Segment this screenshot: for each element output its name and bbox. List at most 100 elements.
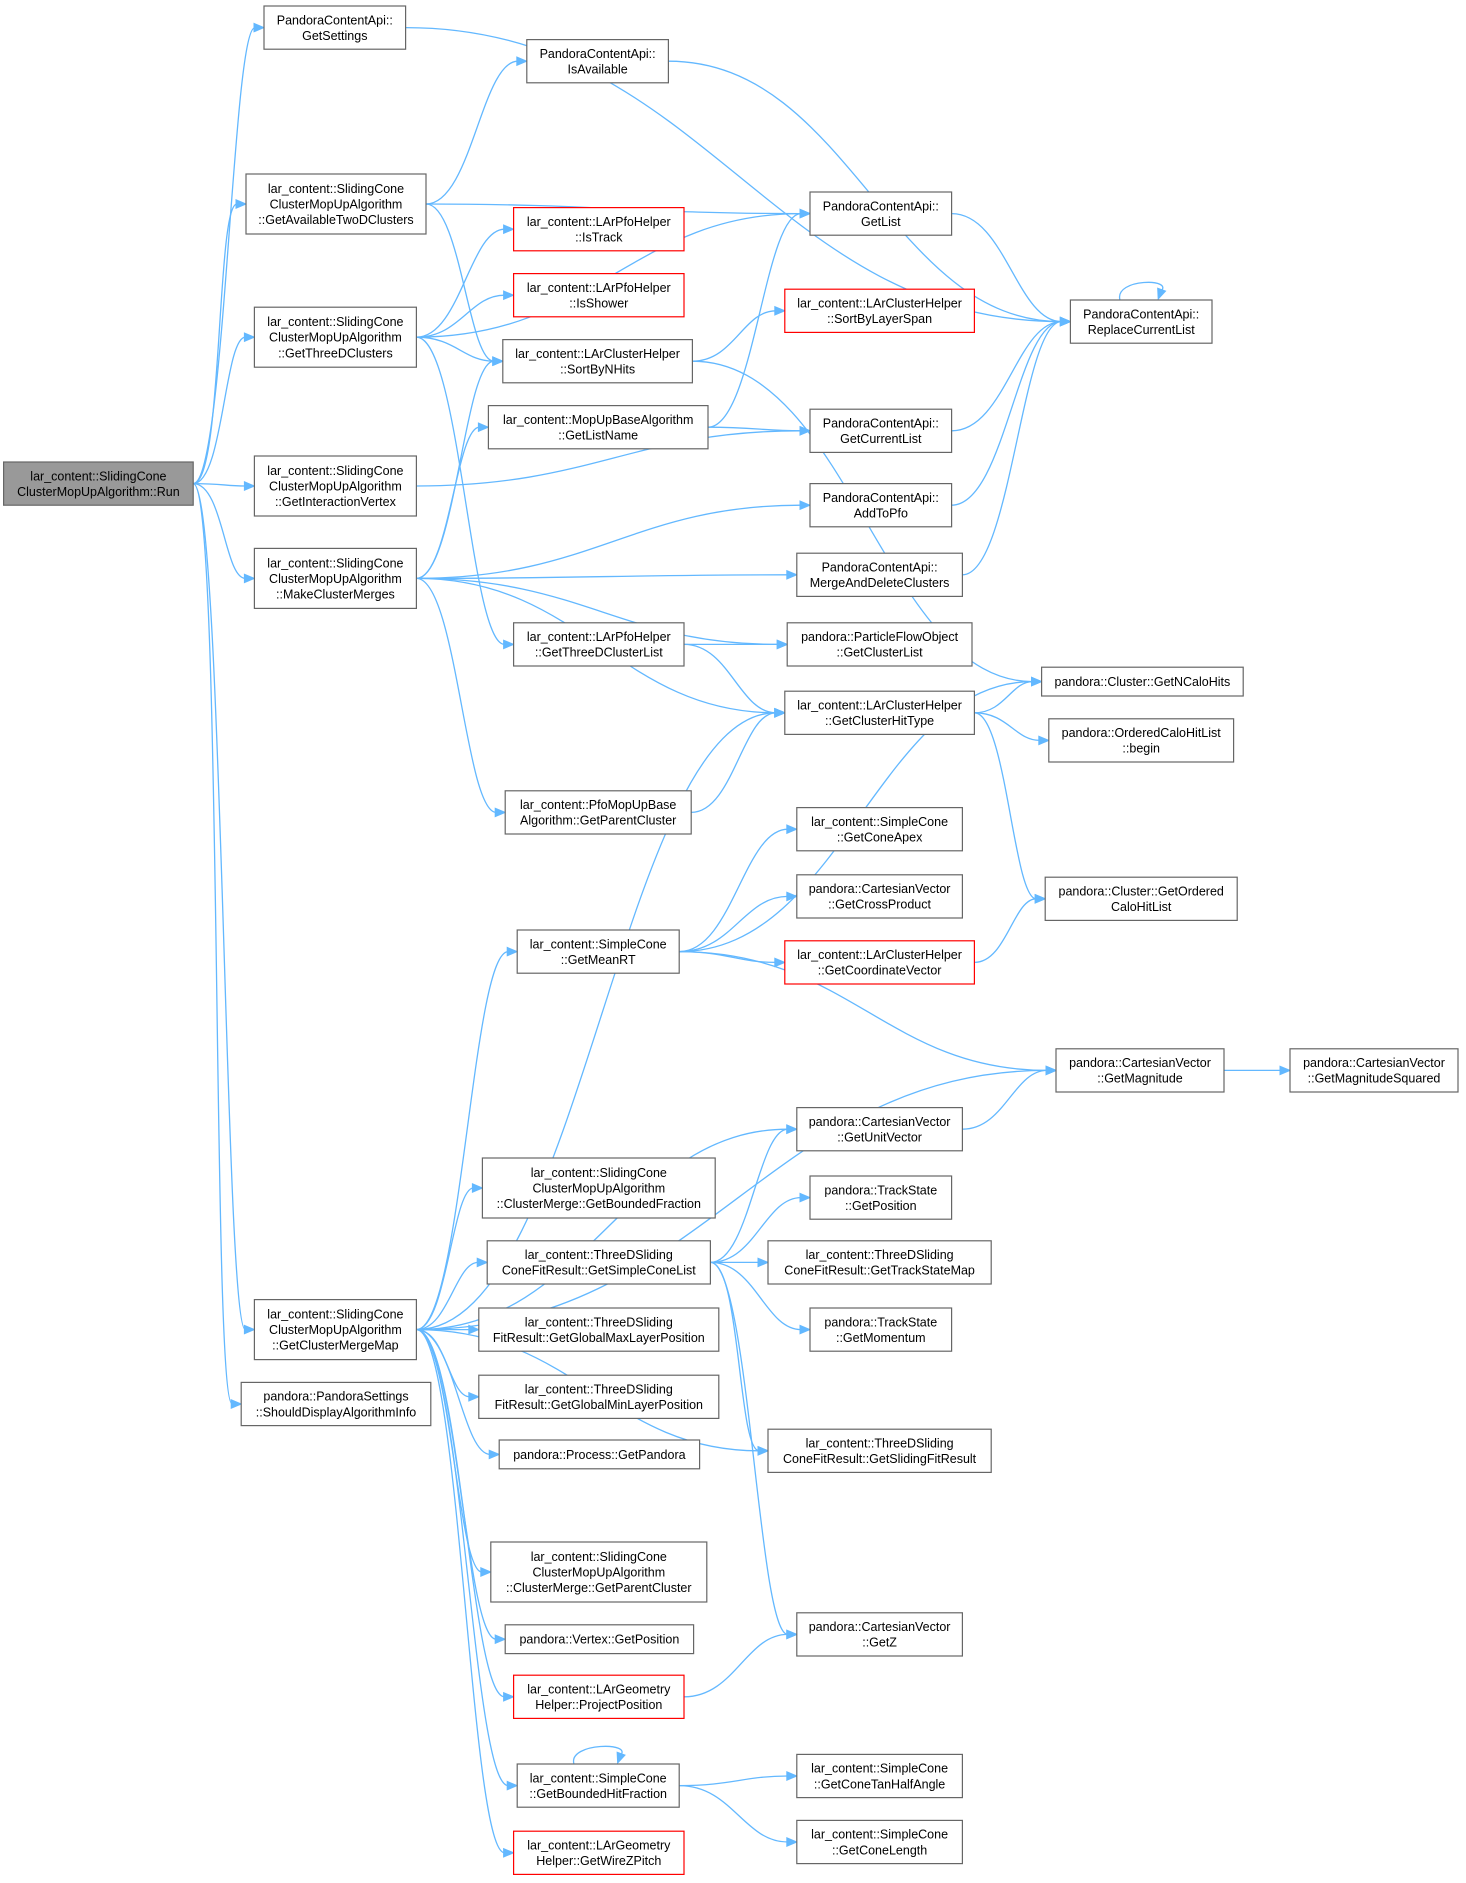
- node-label-line: lar_content::SlidingCone: [30, 469, 166, 483]
- node-box: [809, 191, 953, 236]
- node-isAvailable[interactable]: PandoraContentApi::IsAvailable: [526, 38, 669, 84]
- node-getGlobalMaxLayer[interactable]: lar_content::ThreeDSlidingFitResult::Get…: [478, 1307, 720, 1352]
- node-mergeAndDelete[interactable]: PandoraContentApi::MergeAndDeleteCluster…: [796, 552, 963, 598]
- node-replaceCurrentList[interactable]: PandoraContentApi::ReplaceCurrentList: [1069, 299, 1213, 344]
- node-label-line: PandoraContentApi::: [823, 417, 939, 431]
- edge-getClusterMergeMap-to-mergeGetParentCluster: [416, 1328, 493, 1577]
- node-sortByNHits[interactable]: lar_content::LArClusterHelper::SortByNHi…: [502, 339, 693, 384]
- node-sortByLayerSpan[interactable]: lar_content::LArClusterHelper::SortByLay…: [784, 288, 975, 334]
- node-getAvailableTwoD[interactable]: lar_content::SlidingConeClusterMopUpAlgo…: [245, 173, 427, 235]
- node-getNCaloHits[interactable]: pandora::Cluster::GetNCaloHits: [1040, 666, 1244, 697]
- arrow-head-icon: [471, 1183, 484, 1193]
- node-label-line: pandora::CartesianVector: [1069, 1056, 1211, 1070]
- edge-line: [416, 1328, 505, 1854]
- node-getSlidingFitResult[interactable]: lar_content::ThreeDSlidingConeFitResult:…: [767, 1428, 992, 1473]
- node-label-line: ClusterMopUpAlgorithm: [270, 198, 403, 212]
- node-box: [796, 874, 963, 919]
- node-label-line: lar_content::LArClusterHelper: [797, 699, 962, 713]
- node-getUnitVector[interactable]: pandora::CartesianVector::GetUnitVector: [796, 1106, 963, 1152]
- node-getZ[interactable]: pandora::CartesianVector::GetZ: [796, 1612, 963, 1657]
- node-getSimpleConeList[interactable]: lar_content::ThreeDSlidingConeFitResult:…: [486, 1240, 712, 1285]
- node-box: [486, 1240, 712, 1285]
- edge-getClusterMergeMap-to-getWireZPitch: [416, 1328, 515, 1858]
- node-getListName[interactable]: lar_content::MopUpBaseAlgorithm::GetList…: [487, 405, 709, 450]
- node-label-line: ::GetZ: [862, 1636, 897, 1650]
- edge-getSettings-to-replaceCurrentList: [405, 26, 1072, 327]
- node-getConeLength[interactable]: lar_content::SimpleCone::GetConeLength: [796, 1819, 963, 1865]
- node-getInteractionVertex[interactable]: lar_content::SlidingConeClusterMopUpAlgo…: [253, 455, 417, 517]
- node-getBoundedFraction[interactable]: lar_content::SlidingConeClusterMopUpAlgo…: [481, 1157, 716, 1219]
- arrow-head-icon: [480, 1567, 493, 1577]
- node-label-line: AddToPfo: [854, 507, 908, 521]
- arrow-head-icon: [774, 305, 787, 316]
- node-label-line: lar_content::MopUpBaseAlgorithm: [503, 413, 693, 427]
- node-getMeanRT[interactable]: lar_content::SimpleCone::GetMeanRT: [516, 929, 680, 974]
- node-getCurrentList[interactable]: PandoraContentApi::GetCurrentList: [809, 408, 953, 454]
- node-box: [512, 1674, 685, 1719]
- node-isTrack[interactable]: lar_content::LArPfoHelper::IsTrack: [512, 207, 685, 252]
- edge-line: [974, 898, 1037, 964]
- arrow-head-icon: [488, 1449, 501, 1460]
- node-getConeApex[interactable]: lar_content::SimpleCone::GetConeApex: [796, 806, 963, 852]
- node-getWireZPitch[interactable]: lar_content::LArGeometryHelper::GetWireZ…: [512, 1830, 685, 1875]
- node-getPandora[interactable]: pandora::Process::GetPandora: [498, 1439, 701, 1470]
- edge-line: [974, 712, 1040, 742]
- node-label-line: ClusterMopUpAlgorithm::Run: [17, 485, 180, 499]
- node-box: [498, 1439, 701, 1470]
- node-box: [1048, 718, 1235, 763]
- node-box: [796, 1612, 963, 1657]
- node-getBoundedHitFraction[interactable]: lar_content::SimpleCone::GetBoundedHitFr…: [516, 1763, 680, 1808]
- node-box: [240, 1381, 432, 1427]
- node-box: [516, 929, 680, 974]
- node-shouldDisplay[interactable]: pandora::PandoraSettings::ShouldDisplayA…: [240, 1381, 432, 1427]
- node-label-line: lar_content::LArClusterHelper: [515, 347, 680, 361]
- node-getClusterHitType[interactable]: lar_content::LArClusterHelper::GetCluste…: [784, 690, 975, 736]
- node-vertexGetPosition[interactable]: pandora::Vertex::GetPosition: [504, 1624, 695, 1655]
- node-getMagnitude[interactable]: pandora::CartesianVector::GetMagnitude: [1055, 1048, 1225, 1093]
- node-makeClusterMerges[interactable]: lar_content::SlidingConeClusterMopUpAlgo…: [253, 547, 417, 610]
- node-label-line: lar_content::LArPfoHelper: [527, 281, 671, 295]
- node-getMomentum[interactable]: pandora::TrackState::GetMomentum: [809, 1307, 953, 1352]
- edge-line: [668, 60, 1062, 323]
- edge-getBoundedHitFraction-to-getConeTanHalfAngle: [679, 1771, 799, 1787]
- node-box: [512, 1830, 685, 1875]
- node-mergeGetParentCluster[interactable]: lar_content::SlidingConeClusterMopUpAlgo…: [490, 1541, 708, 1603]
- edge-line: [710, 1261, 802, 1331]
- node-label-line: ClusterMopUpAlgorithm: [269, 572, 402, 586]
- node-getMagnitudeSquared[interactable]: pandora::CartesianVector::GetMagnitudeSq…: [1289, 1048, 1459, 1093]
- node-getSettings[interactable]: PandoraContentApi::GetSettings: [263, 5, 407, 50]
- edge-line: [192, 26, 256, 485]
- node-getList[interactable]: PandoraContentApi::GetList: [809, 191, 953, 236]
- node-getParentClusterPfo[interactable]: lar_content::PfoMopUpBaseAlgorithm::GetP…: [504, 790, 692, 835]
- edge-line: [679, 895, 788, 953]
- node-getClusterMergeMap[interactable]: lar_content::SlidingConeClusterMopUpAlgo…: [253, 1298, 417, 1361]
- node-getCrossProduct[interactable]: pandora::CartesianVector::GetCrossProduc…: [796, 874, 963, 919]
- node-trackStateGetPosition[interactable]: pandora::TrackState::GetPosition: [809, 1175, 953, 1220]
- arrow-head-icon: [503, 1691, 515, 1702]
- node-getConeTanHalfAngle[interactable]: lar_content::SimpleCone::GetConeTanHalfA…: [796, 1753, 963, 1799]
- node-getCoordinateVector[interactable]: lar_content::LArClusterHelper::GetCoordi…: [784, 940, 975, 985]
- node-label-line: ::GetMeanRT: [561, 953, 636, 967]
- node-getTrackStateMap[interactable]: lar_content::ThreeDSlidingConeFitResult:…: [767, 1240, 992, 1285]
- node-label-line: ::IsShower: [569, 297, 628, 311]
- edge-addToPfo-to-replaceCurrentList: [951, 316, 1072, 506]
- node-getGlobalMinLayer[interactable]: lar_content::ThreeDSlidingFitResult::Get…: [478, 1374, 720, 1419]
- edge-line: [416, 1328, 491, 1456]
- node-getThreeDClusters[interactable]: lar_content::SlidingConeClusterMopUpAlgo…: [253, 306, 417, 368]
- arrow-head-icon: [786, 569, 799, 580]
- node-pfoGetClusterList[interactable]: pandora::ParticleFlowObject::GetClusterL…: [786, 622, 973, 667]
- node-orderedBegin[interactable]: pandora::OrderedCaloHitList::begin: [1048, 718, 1235, 763]
- node-label-line: ::SortByLayerSpan: [827, 312, 932, 326]
- node-isShower[interactable]: lar_content::LArPfoHelper::IsShower: [512, 273, 685, 318]
- node-label-line: pandora::TrackState: [824, 1183, 937, 1197]
- edge-line: [974, 680, 1033, 714]
- edge-line: [416, 1328, 505, 1698]
- node-label-line: lar_content::SlidingCone: [267, 464, 403, 478]
- node-projectPosition[interactable]: lar_content::LArGeometryHelper::ProjectP…: [512, 1674, 685, 1719]
- node-run[interactable]: lar_content::SlidingConeClusterMopUpAlgo…: [2, 461, 194, 506]
- node-label-line: PandoraContentApi::: [1083, 307, 1199, 321]
- node-box: [478, 1374, 720, 1419]
- node-addToPfo[interactable]: PandoraContentApi::AddToPfo: [809, 483, 953, 528]
- node-getThreeDClusterList[interactable]: lar_content::LArPfoHelper::GetThreeDClus…: [512, 622, 685, 667]
